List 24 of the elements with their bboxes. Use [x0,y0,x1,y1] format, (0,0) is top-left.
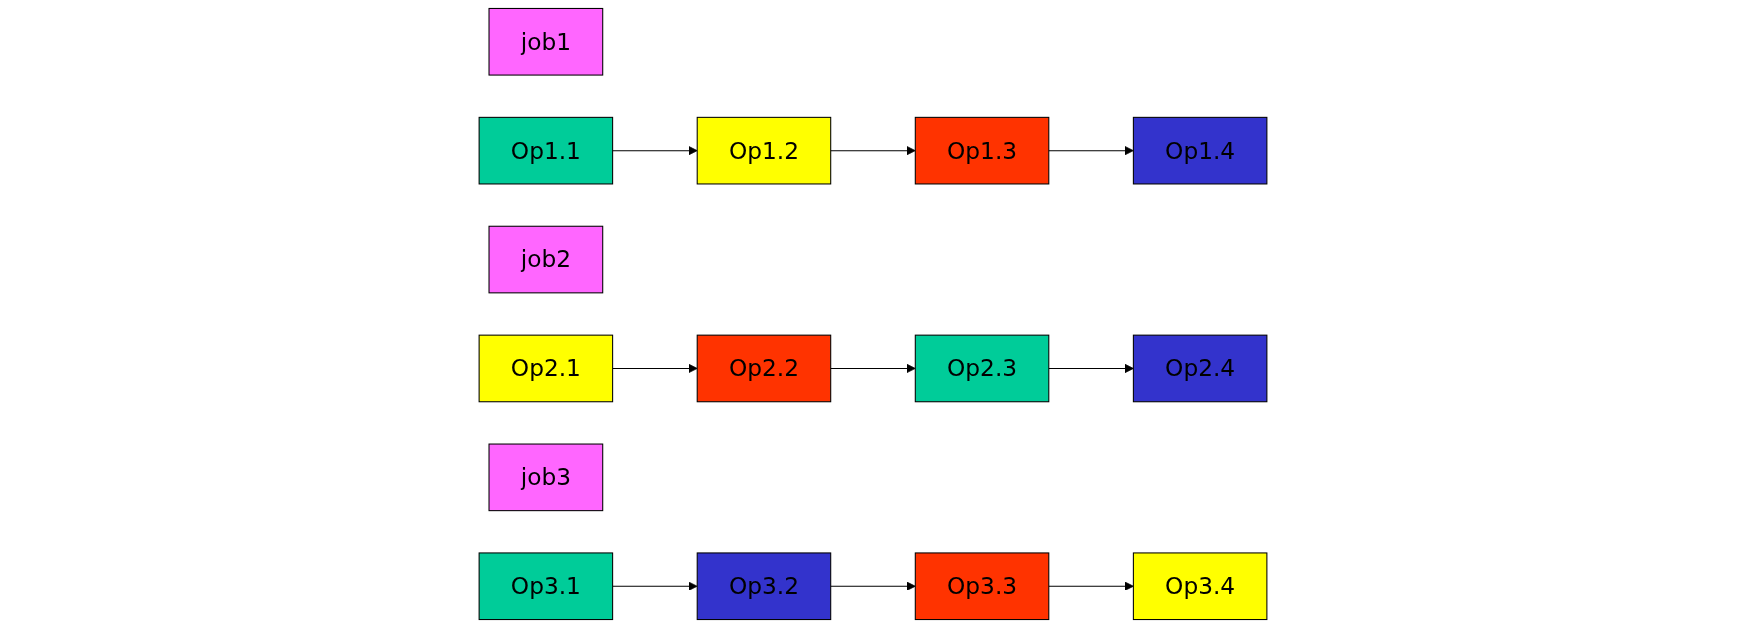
node-box: Op1.1 [478,116,614,185]
arrow [1048,363,1134,374]
node-box: Op3.2 [696,552,832,621]
node-box: job2 [488,225,604,294]
node-box: Op1.4 [1132,116,1268,185]
arrow [612,363,698,374]
node-box: Op1.2 [696,116,832,185]
node-box: Op1.3 [914,116,1050,185]
arrow [612,581,698,591]
node-box: Op2.1 [478,334,614,403]
arrow [612,146,698,156]
node-box: job3 [488,443,604,512]
node-box: Op2.3 [914,334,1050,403]
node-box: Op3.1 [478,552,614,621]
arrow [1048,581,1134,591]
node-box: Op3.4 [1132,552,1268,621]
arrow [1048,146,1134,156]
arrow [830,146,916,156]
node-box: Op3.3 [914,552,1050,621]
node-box: Op2.2 [696,334,832,403]
arrow [830,581,916,591]
node-box: job1 [488,7,604,76]
node-box: Op2.4 [1132,334,1268,403]
arrow [830,363,916,374]
